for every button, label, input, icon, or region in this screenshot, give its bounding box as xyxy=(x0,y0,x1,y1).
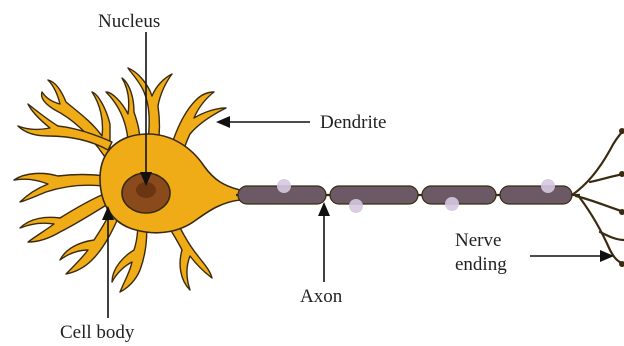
nucleus-label: Nucleus xyxy=(98,11,160,32)
cell-body-label: Cell body xyxy=(60,322,135,343)
dendrite-lower-left xyxy=(20,194,108,242)
axon-node-1 xyxy=(277,179,291,193)
nerve-ending xyxy=(572,130,624,264)
terminal-branch-1 xyxy=(572,130,624,195)
dendrite-upper xyxy=(106,78,140,142)
axon-node-4 xyxy=(541,179,555,193)
myelin-segment-4 xyxy=(500,186,572,204)
dendrite-arrowhead xyxy=(216,116,230,128)
nerve-ending-label-line1: Nerve xyxy=(455,230,501,251)
nerve-ending-label-line2: ending xyxy=(455,254,507,275)
myelin-segment-2 xyxy=(330,186,418,204)
terminal-tip-2 xyxy=(619,171,624,177)
cell-body xyxy=(100,134,240,233)
terminal-branch-2 xyxy=(590,174,624,182)
nerve-ending-tips xyxy=(619,128,624,267)
dendrite-label: Dendrite xyxy=(320,112,386,133)
dendrite-left xyxy=(14,173,106,202)
axon-label: Axon xyxy=(300,286,343,307)
myelin-segment-3 xyxy=(422,186,496,204)
axon-node-2 xyxy=(349,199,363,213)
axon-node-3 xyxy=(445,197,459,211)
